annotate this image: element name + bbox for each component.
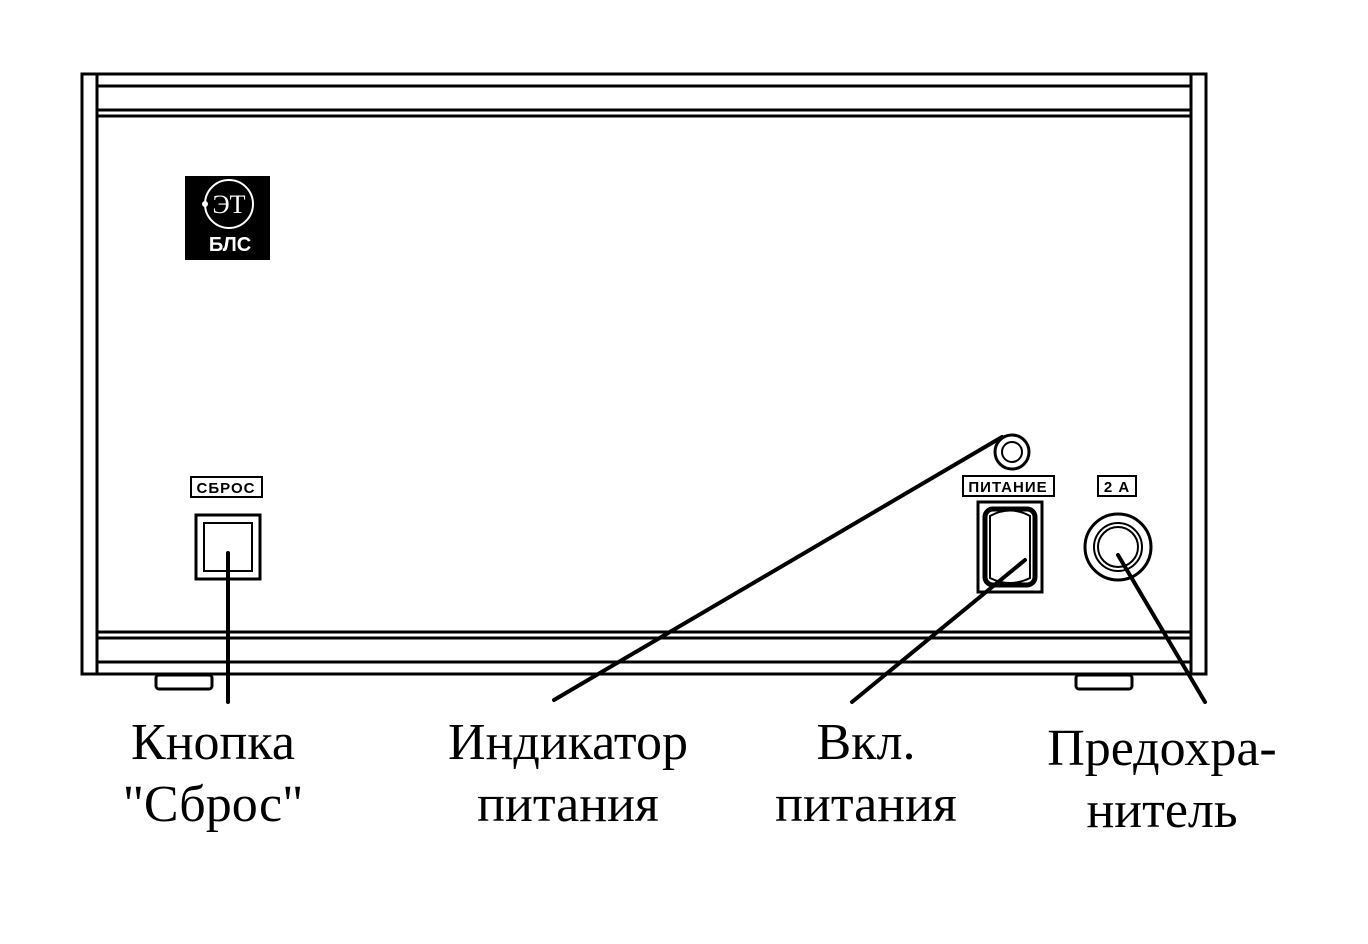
logo: ЭТ БЛС bbox=[185, 176, 270, 260]
fuse-label-plate: 2 А bbox=[1097, 475, 1137, 497]
leader-fuse bbox=[1116, 553, 1207, 704]
top-rail bbox=[97, 84, 1191, 118]
right-foot bbox=[1074, 673, 1134, 691]
reset-label: СБРОС bbox=[197, 480, 256, 497]
callout-reset-line2: "Сброс" bbox=[122, 776, 304, 833]
reset-label-plate: СБРОС bbox=[190, 476, 263, 498]
callout-fuse-line2: нитель bbox=[1086, 782, 1238, 839]
power-indicator bbox=[993, 433, 1031, 471]
left-foot bbox=[154, 673, 214, 691]
callout-power-switch: Вкл. питания bbox=[756, 712, 976, 836]
callout-fuse-line1: Предохра- bbox=[1047, 720, 1277, 777]
power-label-plate: ПИТАНИЕ bbox=[962, 475, 1055, 497]
callout-reset-line1: Кнопка bbox=[131, 714, 295, 771]
callout-indicator-line1: Индикатор bbox=[448, 714, 688, 771]
bottom-rail bbox=[97, 630, 1191, 664]
leader-lines bbox=[226, 435, 1207, 704]
callout-indicator: Индикатор питания bbox=[418, 712, 718, 836]
reset-button[interactable] bbox=[194, 513, 262, 581]
fuse-holder[interactable] bbox=[1083, 512, 1153, 582]
logo-text: БЛС bbox=[209, 234, 251, 256]
callout-reset: Кнопка "Сброс" bbox=[98, 712, 328, 836]
callout-power-switch-line1: Вкл. bbox=[816, 714, 916, 771]
leader-power-switch bbox=[850, 558, 1027, 704]
callout-fuse: Предохра- нитель bbox=[1022, 718, 1302, 842]
callout-indicator-line2: питания bbox=[477, 776, 659, 833]
power-label: ПИТАНИЕ bbox=[968, 479, 1047, 496]
leader-indicator bbox=[552, 435, 1004, 702]
logo-mark: ЭТ bbox=[212, 190, 245, 219]
fuse-label: 2 А bbox=[1104, 479, 1130, 496]
device-enclosure bbox=[80, 72, 1208, 676]
callout-power-switch-line2: питания bbox=[775, 776, 957, 833]
power-switch[interactable] bbox=[976, 500, 1044, 594]
